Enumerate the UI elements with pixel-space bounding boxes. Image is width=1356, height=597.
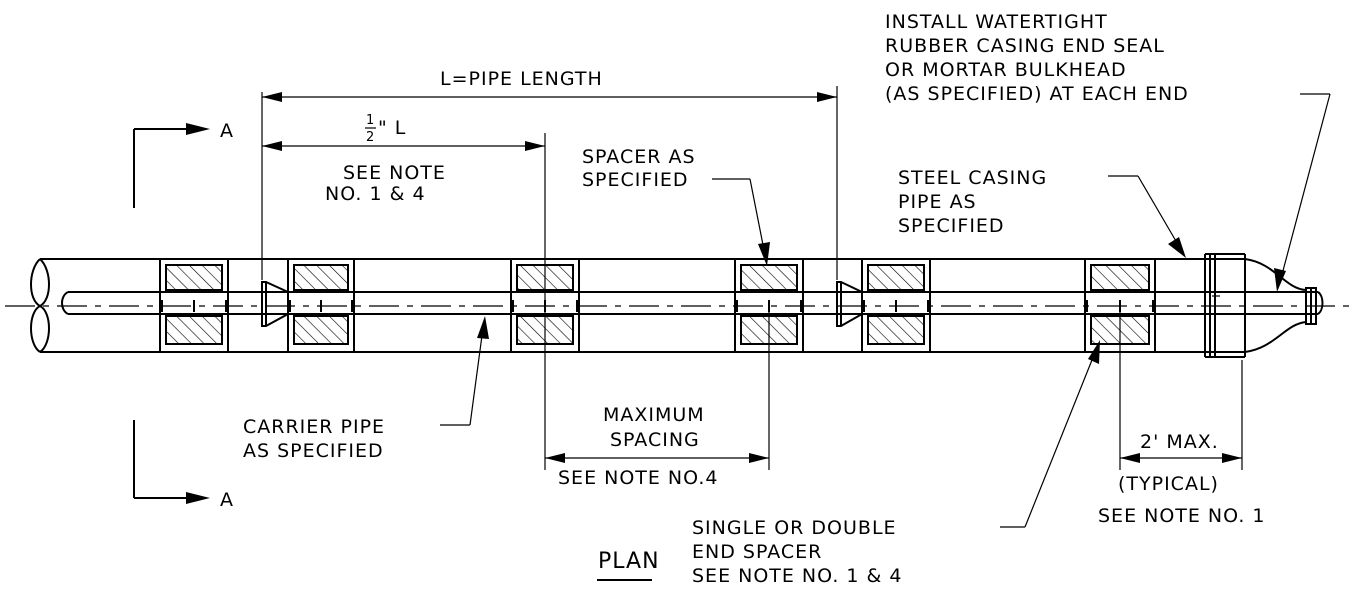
spacer-band-4 (734, 258, 804, 353)
see-note-1-4-label-b: NO. 1 & 4 (325, 183, 426, 205)
svg-text:" L: " L (378, 117, 406, 139)
max-spacing-label-line2: SPACING (610, 429, 700, 451)
max-spacing-label-line3: SEE NOTE NO.4 (558, 467, 718, 489)
two-max-label: 2' MAX. (1140, 431, 1219, 453)
single-double-label-line1: SINGLE OR DOUBLE (692, 517, 897, 539)
steel-casing-leader (1108, 175, 1186, 258)
pipe-length-label: L=PIPE LENGTH (440, 68, 603, 90)
carrier-leader (440, 316, 489, 426)
section-marker-bottom (133, 420, 210, 504)
svg-text:1: 1 (366, 113, 374, 128)
carrier-pipe-joint-1 (261, 281, 289, 327)
install-leader (1274, 93, 1331, 292)
carrier-label-line2: AS SPECIFIED (243, 440, 384, 462)
max-spacing-label-line1: MAXIMUM (603, 404, 705, 426)
see-note-1-4-label-a: SEE NOTE (343, 162, 446, 184)
single-double-leader (1000, 340, 1100, 528)
section-a-top-label: A (220, 120, 234, 142)
half-length-dimension (262, 133, 546, 470)
install-label-line1: INSTALL WATERTIGHT (885, 11, 1108, 33)
half-length-label: 1 2 " L (365, 113, 406, 145)
spacer-label-line1: SPACER AS (582, 146, 696, 168)
pipe-length-dimension (261, 86, 838, 280)
carrier-pipe-joint-2 (836, 281, 863, 327)
install-label-line2: RUBBER CASING END SEAL (885, 35, 1165, 57)
spacer-band-1 (159, 258, 229, 353)
typical-label: (TYPICAL) (1118, 473, 1219, 495)
plan-title: PLAN (598, 549, 660, 574)
single-double-label-line3: SEE NOTE NO. 1 & 4 (692, 565, 902, 587)
section-marker-top (133, 123, 210, 208)
steel-casing-label-line3: SPECIFIED (898, 215, 1005, 237)
steel-casing-pipe (30, 258, 1245, 353)
spacer-band-5 (861, 258, 931, 353)
carrier-pipe (61, 291, 1324, 315)
install-label-line3: OR MORTAR BULKHEAD (885, 59, 1127, 81)
section-a-bottom-label: A (220, 489, 234, 511)
two-foot-max-dimension (1119, 312, 1243, 470)
carrier-label-line1: CARRIER PIPE (243, 416, 385, 438)
steel-casing-label-line2: PIPE AS (898, 191, 977, 213)
spacer-label-line2: SPECIFIED (582, 169, 689, 191)
spacer-leader (712, 178, 770, 266)
spacer-ticks (161, 300, 1154, 312)
install-label-line4: (AS SPECIFIED) AT EACH END (885, 83, 1189, 105)
steel-casing-label-line1: STEEL CASING (898, 167, 1047, 189)
maximum-spacing-dimension (545, 312, 770, 470)
single-double-label-line2: END SPACER (692, 541, 822, 563)
svg-text:2: 2 (366, 130, 374, 145)
see-note-1-label: SEE NOTE NO. 1 (1098, 505, 1266, 527)
